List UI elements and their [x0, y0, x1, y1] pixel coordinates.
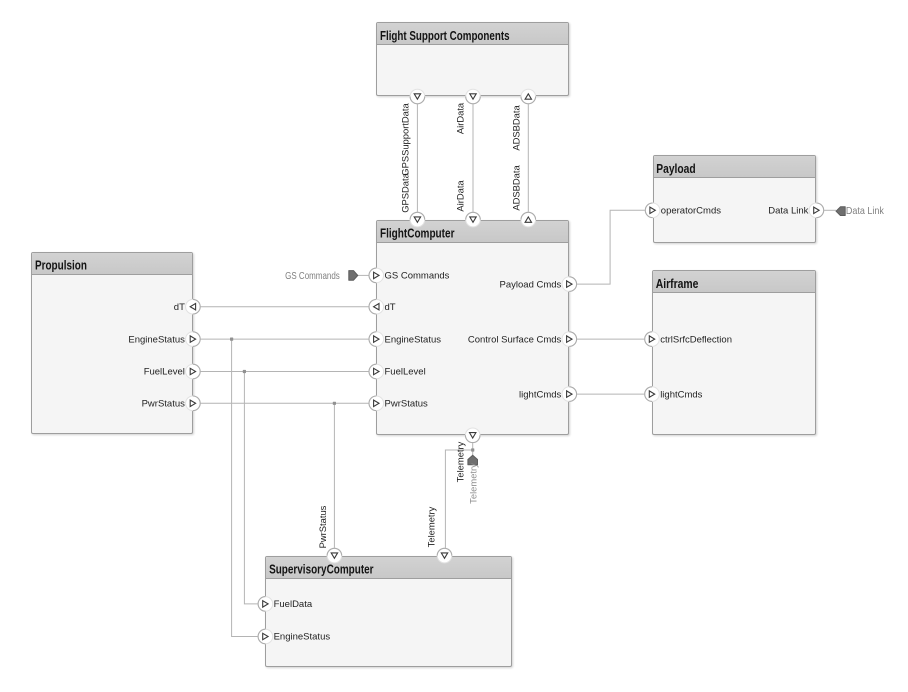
- svg-text:GS Commands: GS Commands: [285, 270, 340, 281]
- svg-text:ctrlSrfcDeflection: ctrlSrfcDeflection: [660, 334, 732, 345]
- svg-text:Data Link: Data Link: [768, 206, 808, 217]
- svg-text:Propulsion: Propulsion: [35, 260, 87, 273]
- svg-text:EngineStatus: EngineStatus: [385, 334, 442, 345]
- svg-text:EngineStatus: EngineStatus: [128, 334, 185, 345]
- svg-text:Control Surface Cmds: Control Surface Cmds: [468, 334, 562, 345]
- svg-text:PwrStatus: PwrStatus: [142, 399, 186, 410]
- svg-text:EngineStatus: EngineStatus: [274, 632, 331, 643]
- svg-text:PwrStatus: PwrStatus: [317, 505, 328, 548]
- svg-text:Flight Support Components: Flight Support Components: [380, 30, 510, 44]
- svg-text:ADSBData: ADSBData: [510, 165, 521, 211]
- svg-text:ADSBData: ADSBData: [510, 105, 521, 151]
- svg-text:lightCmds: lightCmds: [519, 389, 561, 400]
- svg-text:Telemetry: Telemetry: [468, 463, 479, 504]
- svg-text:AirData: AirData: [455, 180, 466, 212]
- svg-text:dT: dT: [174, 302, 185, 313]
- svg-text:FuelLevel: FuelLevel: [144, 367, 185, 378]
- svg-text:AirData: AirData: [455, 102, 466, 134]
- svg-text:Telemetry: Telemetry: [455, 441, 466, 482]
- svg-text:GPSData: GPSData: [400, 172, 411, 212]
- svg-text:Payload: Payload: [656, 162, 695, 176]
- svg-text:lightCmds: lightCmds: [660, 389, 702, 400]
- svg-text:operatorCmds: operatorCmds: [661, 206, 721, 217]
- svg-text:Payload Cmds: Payload Cmds: [500, 279, 562, 290]
- svg-text:dT: dT: [385, 302, 396, 313]
- svg-text:Telemetry: Telemetry: [426, 506, 437, 547]
- svg-text:FuelLevel: FuelLevel: [385, 367, 426, 378]
- svg-text:SupervisoryComputer: SupervisoryComputer: [269, 563, 374, 576]
- svg-text:PwrStatus: PwrStatus: [385, 399, 429, 410]
- svg-text:Airframe: Airframe: [656, 277, 699, 291]
- svg-text:GS Commands: GS Commands: [385, 271, 450, 282]
- svg-text:Data Link: Data Link: [846, 206, 884, 218]
- svg-text:GPSSupportData: GPSSupportData: [400, 102, 411, 175]
- svg-text:FlightComputer: FlightComputer: [380, 226, 455, 241]
- svg-text:FuelData: FuelData: [274, 599, 313, 610]
